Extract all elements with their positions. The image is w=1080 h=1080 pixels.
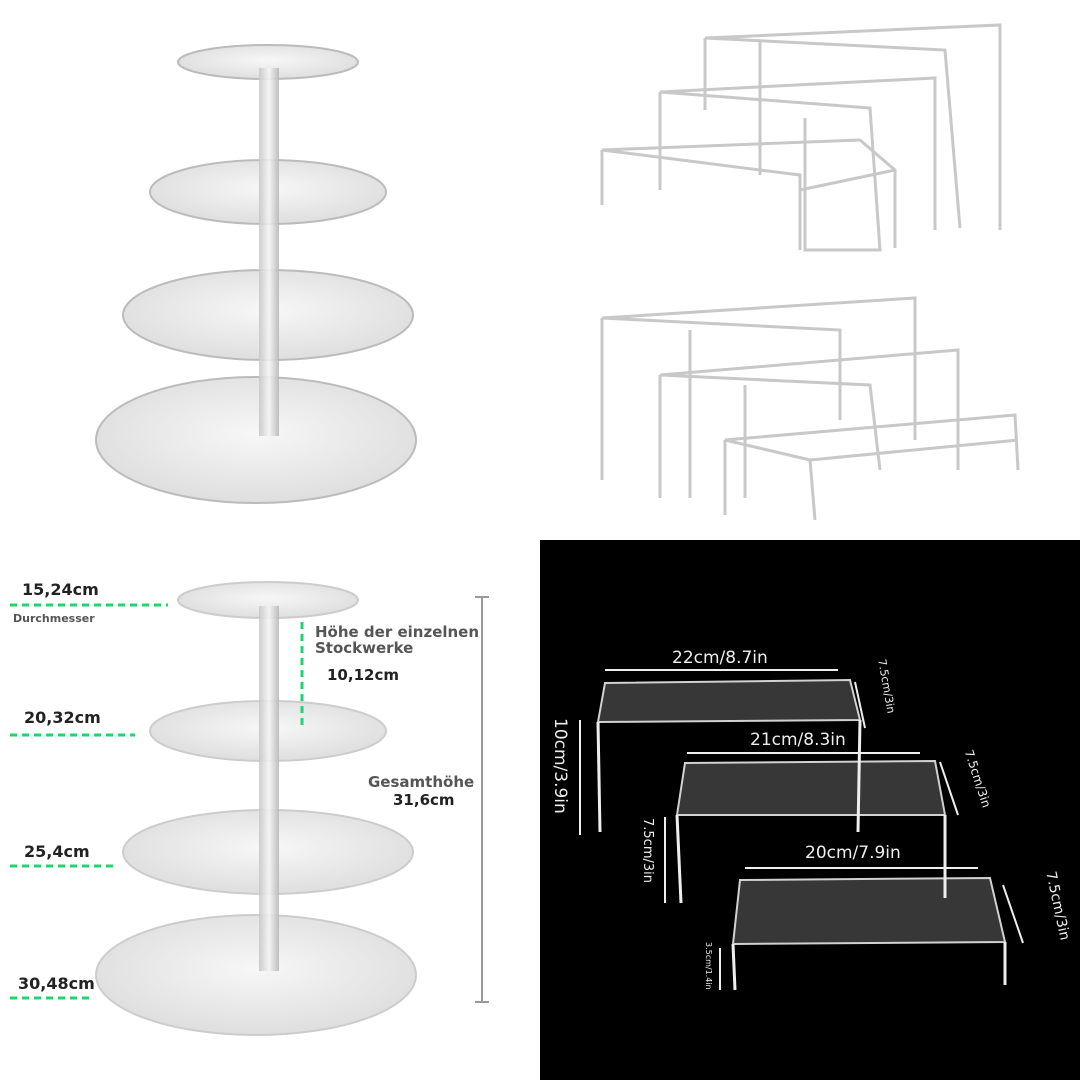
tier3-diameter-label: 25,4cm (24, 842, 90, 861)
large-width-label: 22cm/8.7in (672, 648, 768, 668)
total-height-bracket (475, 596, 489, 1003)
tier-height-label: 10,12cm (327, 666, 399, 684)
dimension-guides (10, 603, 304, 1000)
medium-height-label: 7.5cm/3in (640, 818, 655, 883)
tier2-diameter-label: 20,32cm (24, 708, 101, 727)
tier4-diameter-label: 30,48cm (18, 974, 95, 993)
tier-height-caption-2: Stockwerke (315, 639, 414, 657)
riser-set-dimension-photo (579, 669, 1024, 991)
diameter-caption: Durchmesser (13, 612, 95, 625)
small-height-label: 3.5cm/1.4in (704, 942, 713, 990)
total-height-label: 31,6cm (393, 791, 455, 809)
total-height-caption: Gesamthöhe (368, 773, 475, 791)
tier1-diameter-label: 15,24cm (22, 580, 99, 599)
riser-set-photo-top (600, 23, 1002, 252)
cake-stand-dimension-photo (10, 581, 489, 1036)
medium-width-label: 21cm/8.3in (750, 730, 846, 750)
riser-set-photo-bottom (600, 296, 1020, 521)
cake-stand-photo (95, 44, 417, 504)
large-height-label: 10cm/3.9in (550, 718, 570, 814)
tier-height-caption-1: Höhe der einzelnen (315, 623, 480, 641)
dimension-arrows (579, 669, 1024, 990)
small-width-label: 20cm/7.9in (805, 843, 901, 863)
